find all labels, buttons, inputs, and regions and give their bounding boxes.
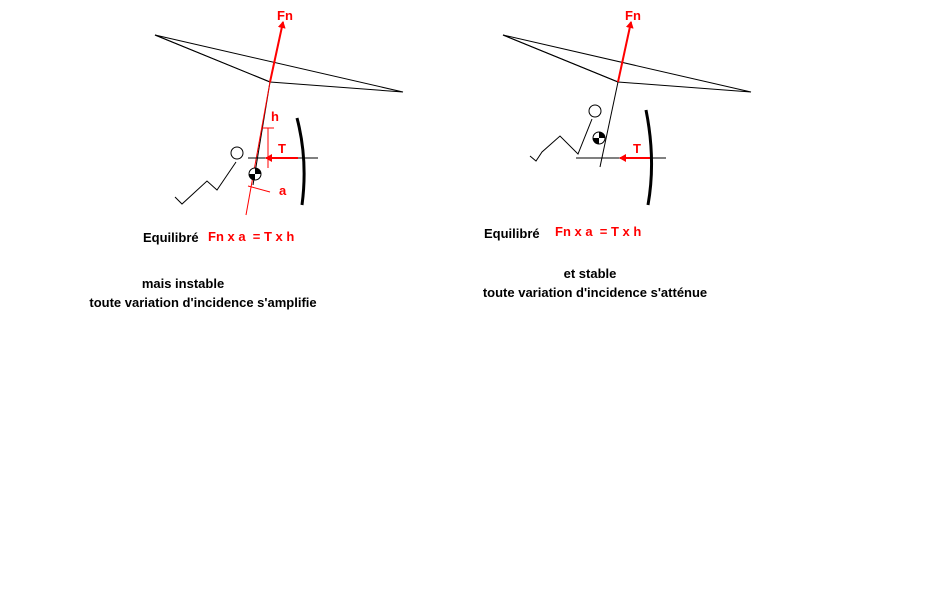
left-pilot-head — [230, 146, 244, 160]
left-diagram: Fn h T a Equilibré Fn x a = T x h mais i… — [89, 8, 404, 310]
right-sail-section — [644, 109, 654, 206]
right-pilot-head — [588, 104, 602, 118]
right-equation: Fn x a = T x h — [555, 224, 641, 239]
right-equilibre-label: Equilibré — [484, 226, 540, 241]
left-a-dimension — [247, 185, 271, 193]
right-diagram: Fn T Equilibré Fn x a = T x h et stable … — [483, 8, 752, 300]
left-note-text: toute variation d'incidence s'amplifie — [89, 295, 316, 310]
right-note-text: toute variation d'incidence s'atténue — [483, 285, 707, 300]
right-upright — [599, 81, 619, 168]
right-fn-label: Fn — [625, 8, 641, 23]
left-fn-label: Fn — [277, 8, 293, 23]
right-t-label: T — [633, 141, 641, 156]
left-equilibre-label: Equilibré — [143, 230, 199, 245]
left-equation: Fn x a = T x h — [208, 229, 294, 244]
left-fn-arrow — [269, 21, 286, 83]
right-pilot-body — [529, 118, 593, 162]
right-state-text: et stable — [564, 266, 617, 281]
left-t-label: T — [278, 141, 286, 156]
left-pilot-body — [174, 161, 237, 205]
left-sail-section — [295, 117, 306, 206]
right-fn-arrow — [617, 21, 634, 83]
left-a-label: a — [279, 183, 287, 198]
right-cg-icon — [592, 131, 606, 145]
left-state-text: mais instable — [142, 276, 224, 291]
left-h-label: h — [271, 109, 279, 124]
left-cg-icon — [248, 167, 262, 181]
